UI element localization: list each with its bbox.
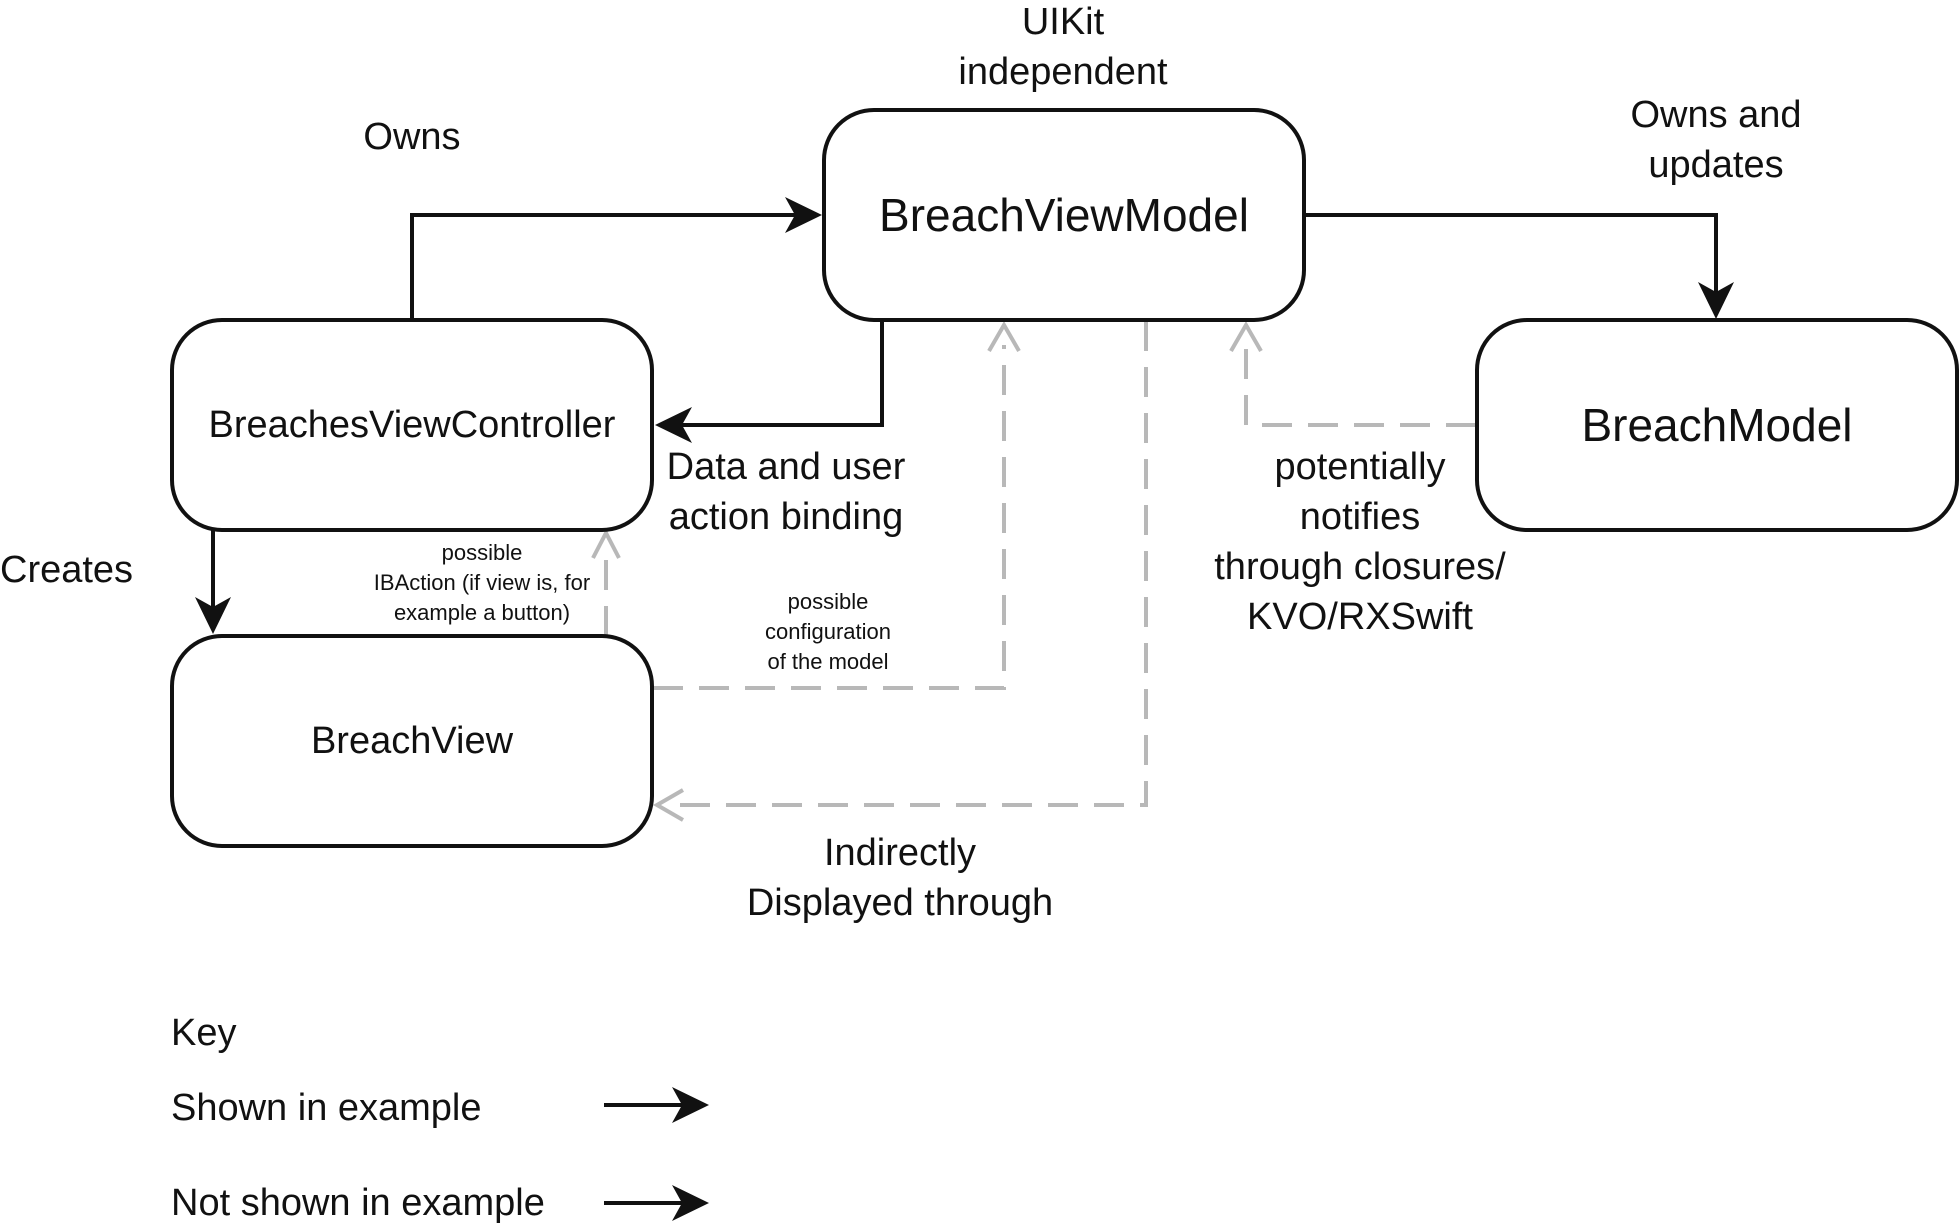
owns-arrowhead [785, 197, 822, 233]
key-shown-arrowhead [672, 1087, 709, 1123]
notifies-label: potentially notifies through closures/ K… [1180, 442, 1540, 642]
notifies-connector [1244, 345, 1476, 427]
owns-updates-line-1: Owns and [1630, 94, 1802, 136]
creates-arrowhead [195, 597, 231, 634]
notifies-line-1: potentially [1274, 446, 1446, 488]
key-shown-label: Shown in example [171, 1087, 482, 1129]
key-title: Key [171, 1012, 237, 1054]
owns-connector [410, 213, 805, 318]
owns-updates-line-2: updates [1648, 144, 1784, 186]
breach-model-label: BreachModel [1581, 399, 1853, 451]
configuration-line-2: configuration [765, 619, 891, 644]
breach-view-model-label: BreachViewModel [879, 189, 1249, 241]
binding-line-1: Data and user [666, 446, 906, 488]
binding-arrowhead [655, 407, 692, 443]
uikit-independent-label: UIKit independent [900, 0, 1226, 97]
breach-model-node: BreachModel [1475, 318, 1959, 532]
displayed-line-2: Displayed through [746, 882, 1054, 924]
uikit-line-1: UIKit [1021, 1, 1105, 43]
notifies-line-4: KVO/RXSwift [1247, 596, 1473, 638]
ibaction-label: possible IBAction (if view is, for examp… [330, 538, 634, 628]
breaches-view-controller-label: BreachesViewController [208, 403, 616, 446]
binding-line-2: action binding [668, 496, 904, 538]
creates-label: Creates [0, 549, 134, 591]
configuration-line-1: possible [787, 589, 869, 614]
ibaction-line-3: example a button) [393, 600, 571, 625]
configuration-line-3: of the model [767, 649, 889, 674]
owns-and-updates-label: Owns and updates [1556, 90, 1876, 190]
owns-updates-connector [1306, 213, 1718, 302]
ibaction-arrowhead [591, 528, 621, 559]
breach-view-model-node: BreachViewModel [822, 108, 1306, 322]
breach-view-label: BreachView [310, 719, 514, 762]
uikit-line-2: independent [958, 51, 1168, 93]
configuration-connector [653, 345, 1006, 690]
ibaction-line-2: IBAction (if view is, for [373, 570, 591, 595]
indirectly-displayed-label: Indirectly Displayed through [700, 828, 1100, 928]
displayed-connector [675, 321, 1148, 807]
key-not-shown-label: Not shown in example [171, 1182, 545, 1224]
owns-label: Owns [363, 116, 461, 158]
notifies-line-3: through closures/ [1214, 546, 1506, 588]
notifies-arrowhead [1229, 320, 1263, 352]
key-not-shown-arrowhead [672, 1185, 709, 1221]
owns-updates-arrowhead [1698, 282, 1734, 319]
data-binding-label: Data and user action binding [630, 442, 942, 542]
notifies-line-2: notifies [1299, 496, 1421, 538]
configuration-label: possible configuration of the model [690, 587, 966, 677]
breaches-view-controller-node: BreachesViewController [170, 318, 654, 532]
displayed-line-1: Indirectly [823, 832, 977, 874]
binding-connector [672, 321, 884, 427]
configuration-arrowhead [987, 320, 1021, 352]
ibaction-line-1: possible [441, 540, 523, 565]
displayed-arrowhead [652, 788, 684, 822]
breach-view-node: BreachView [170, 634, 654, 848]
